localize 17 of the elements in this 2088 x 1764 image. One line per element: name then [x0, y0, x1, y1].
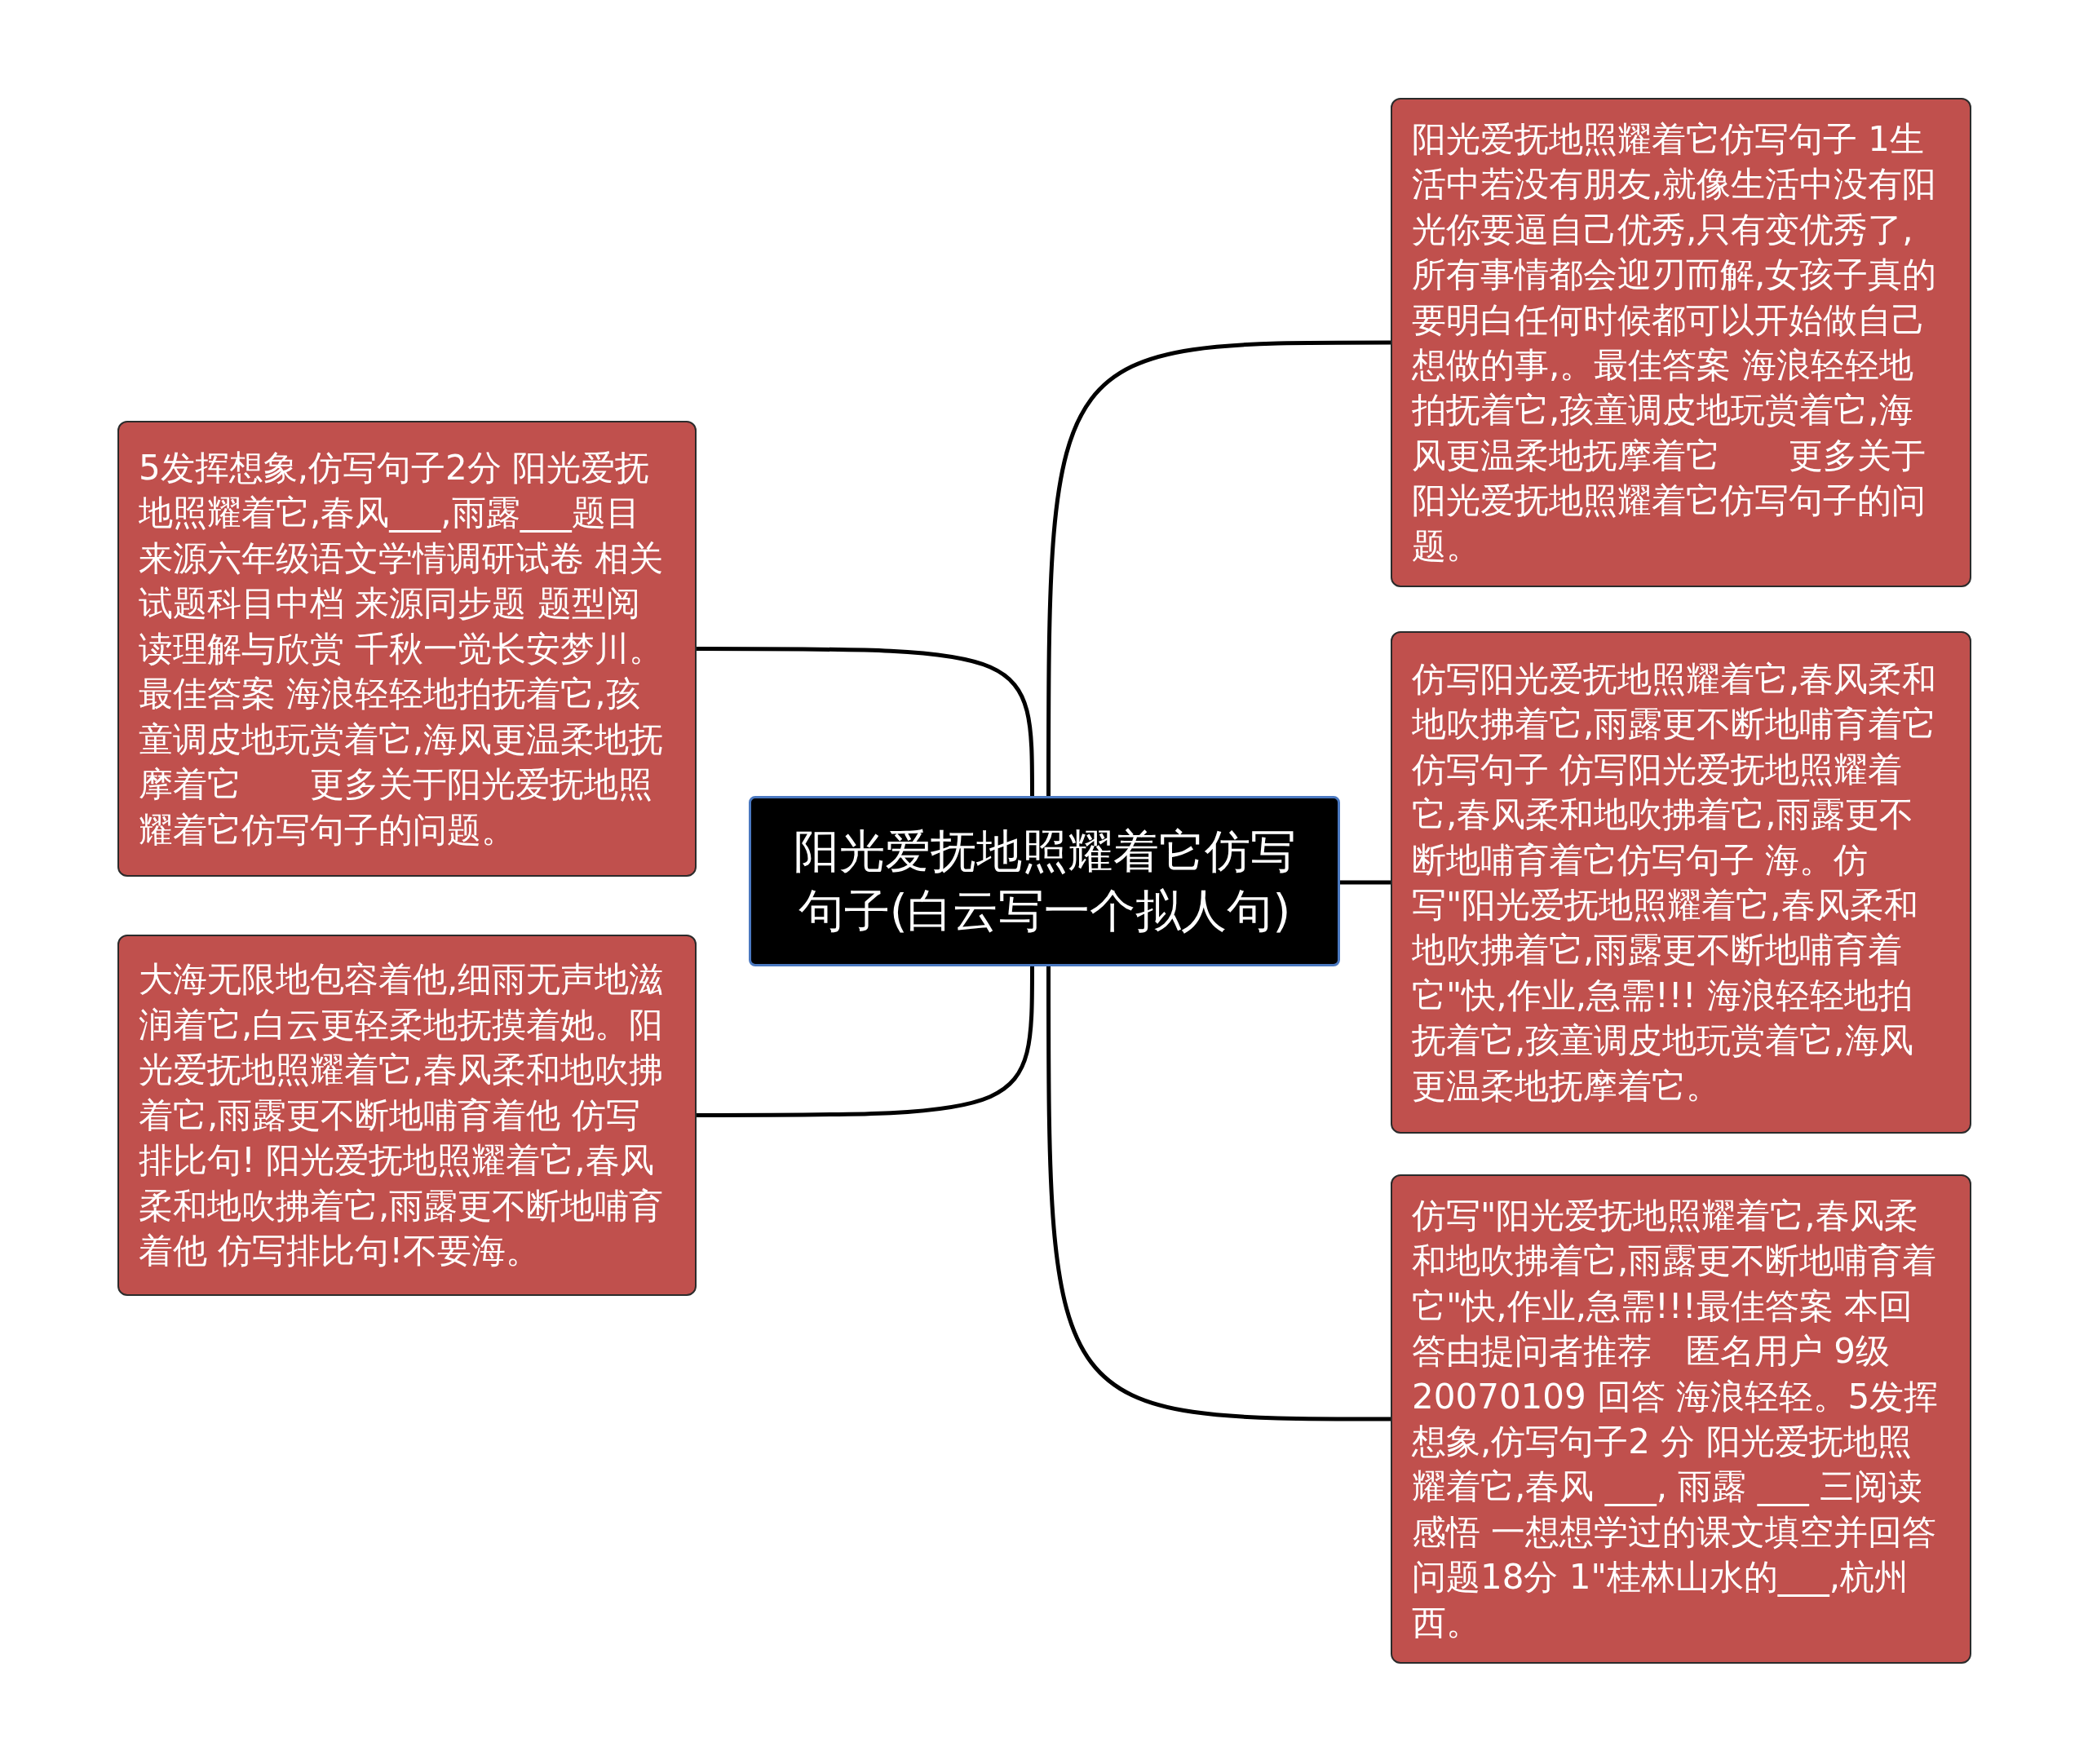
topic-box: [117, 935, 697, 1296]
topic-title: 阳光爱抚地照耀着它仿写句子(白云写一个拟人句): [792, 823, 1297, 939]
connector-line: [697, 647, 1034, 796]
connector-line: [1046, 340, 1391, 796]
topic-box: [1391, 1174, 1971, 1664]
topic-text: 阳光爱抚地照耀着它仿写句子 1生活中若没有朋友,就像生活中没有阳光你要逼自己优秀,只有变优秀了,所有事情都会迎刃而解,女孩子真的要明白任何时候都可以开始做自己想做的事,。最佳答案 海浪轻轻地拍抚着它,孩童调皮地玩赏着它,海风更温柔地抚摩着它 更多关于阳光爱抚地照耀着它仿写句子的问题。: [1412, 117, 1938, 568]
topic-box: [1391, 631, 1971, 1134]
topic-box: [117, 421, 697, 877]
topic-box: [1391, 98, 1971, 587]
topic-text: 大海无限地包容着他,细雨无声地滋润着它,白云更轻柔地抚摸着她。阳光爱抚地照耀着它,春风柔和地吹拂着它,雨露更不断地哺育着他 仿写排比句! 阳光爱抚地照耀着它,春风柔和地吹拂着它,雨露更不断地哺育着他 仿写排比句!不要海。: [139, 958, 665, 1273]
connector-line: [1340, 880, 1391, 885]
connector-line: [697, 966, 1034, 1117]
topic-text: 仿写阳光爱抚地照耀着它,春风柔和地吹拂着它,雨露更不断地哺育着它仿写句子 仿写阳光爱抚地照耀着它,春风柔和地吹拂着它,雨露更不断地哺育着它仿写句子 海。仿写"阳光爱抚地照耀着它,春风柔和地吹拂着它,雨露更不断地哺育着它"快,作业,急需!!! 海浪轻轻地拍抚着它,孩童调皮地玩赏着它,海风更温柔地抚摩着它。: [1412, 657, 1938, 1107]
central-topic-box: [749, 796, 1340, 966]
connector-line: [1046, 966, 1391, 1421]
topic-text: 5发挥想象,仿写句子2分 阳光爱抚地照耀着它,春风___,雨露___题目来源六年级语文学情调研试卷 相关试题科目中档 来源同步题 题型阅读理解与欣赏 千秋一觉长安梦川。最佳答案 海浪轻轻地拍抚着它,孩童调皮地玩赏着它,海风更温柔地抚摩着它 更多关于阳光爱抚地照耀着它仿写句子的问题。: [139, 447, 665, 851]
topic-text: 仿写"阳光爱抚地照耀着它,春风柔和地吹拂着它,雨露更不断地哺育着它"快,作业,急需!!!最佳答案 本回答由提问者推荐 匿名用户 9级 20070109 回答 海浪轻轻。5发挥想象,仿写句子2 分 阳光爱抚地照耀着它,春风 ___, 雨露 ___ 三阅读感悟 一想想学过的课文填空并回答问题18分 1"桂林山水的___,杭州西。: [1412, 1194, 1940, 1644]
